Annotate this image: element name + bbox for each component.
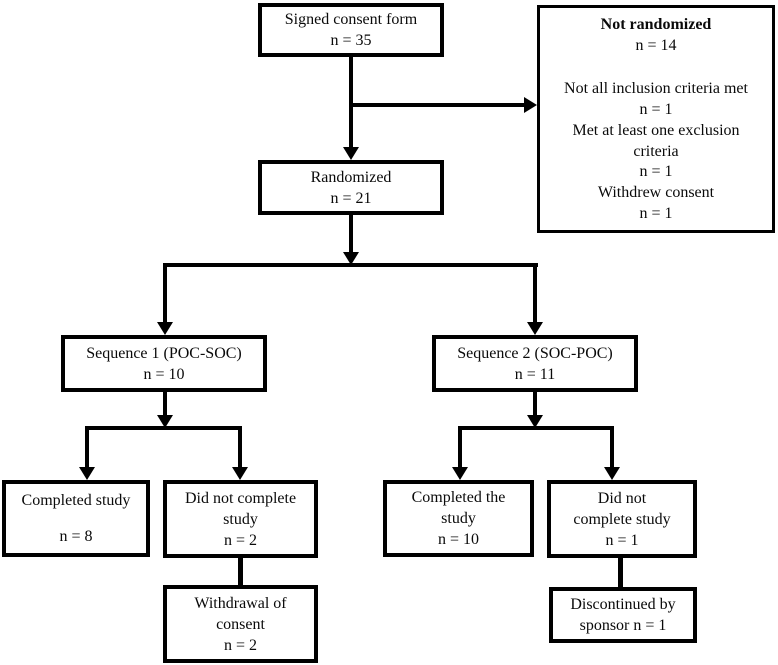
box-text-line: sponsor n = 1	[579, 617, 667, 634]
not-randomized-box: Not randomized n = 14 Not all inclusion …	[537, 5, 775, 233]
completed-study-seq1-box: Completed study n = 8	[2, 480, 150, 557]
box-text-line: Sequence 1 (POC-SOC)	[86, 344, 242, 362]
box-text-line: Completed the	[411, 489, 506, 506]
completed-study-seq2-box: Completed the study n = 10	[383, 480, 534, 557]
did-not-complete-seq2-box: Did not complete study n = 1	[547, 480, 697, 558]
box-text-line: Did not	[597, 489, 647, 507]
reason-label: Not all inclusion criteria met	[564, 80, 748, 97]
box-text-line: Did not complete	[184, 489, 297, 507]
box-count: n = 10	[143, 365, 185, 383]
box-count: n = 35	[330, 32, 372, 49]
arrowhead-down-icon	[527, 322, 543, 335]
not-randomized-title: Not randomized	[600, 16, 712, 33]
reason-count: n = 1	[639, 163, 673, 180]
box-text-line: Randomized	[310, 168, 392, 186]
connector-split-main	[163, 263, 538, 267]
connector-sequence1-to-split	[163, 392, 167, 417]
box-text-line: consent	[216, 615, 265, 633]
connector-to-not-randomized	[349, 103, 524, 107]
withdrawal-of-consent-box: Withdrawal of consent n = 2	[163, 585, 318, 663]
sequence-1-box: Sequence 1 (POC-SOC) n = 10	[61, 335, 267, 392]
not-randomized-count: n = 14	[635, 37, 677, 54]
box-count: n = 2	[223, 531, 258, 549]
arrowhead-down-icon	[452, 467, 468, 480]
box-count: n = 2	[223, 636, 258, 654]
box-count: n = 10	[437, 531, 480, 548]
connector-split-to-sequence2	[533, 263, 537, 323]
reason-count: n = 1	[639, 205, 673, 222]
box-text-line: Withdrawal of	[194, 594, 287, 612]
arrowhead-down-icon	[157, 322, 173, 335]
arrowhead-down-icon	[79, 467, 95, 480]
box-text-line: study	[223, 510, 258, 528]
box-count: n = 11	[514, 365, 556, 383]
randomized-box: Randomized n = 21	[258, 160, 444, 215]
arrowhead-right-icon	[524, 97, 537, 113]
connector-sequence2-to-split	[533, 392, 537, 417]
box-text-line: Signed consent form	[284, 11, 418, 28]
sequence-2-box: Sequence 2 (SOC-POC) n = 11	[432, 335, 638, 392]
discontinued-by-sponsor-box: Discontinued by sponsor n = 1	[549, 587, 697, 643]
box-text-line: complete study	[573, 510, 671, 528]
reason-count: n = 1	[639, 101, 673, 118]
box-text-line: Completed study	[21, 492, 131, 509]
arrowhead-down-icon	[604, 467, 620, 480]
arrowhead-down-icon	[527, 415, 543, 428]
arrowhead-down-icon	[343, 252, 359, 265]
connector-split-to-sequence1	[163, 263, 167, 323]
connector-to-did-not-complete-seq2	[610, 426, 614, 468]
box-text-line: study	[441, 510, 476, 527]
box-count: n = 8	[59, 528, 93, 545]
connector-split-sequence2	[458, 426, 614, 430]
connector-to-completed-seq1	[85, 426, 89, 468]
did-not-complete-seq1-box: Did not complete study n = 2	[163, 480, 318, 558]
blank-line	[548, 56, 764, 78]
signed-consent-box: Signed consent form n = 35	[258, 3, 444, 57]
connector-to-did-not-complete-seq1	[238, 426, 242, 468]
connector-randomized-to-split	[349, 215, 353, 255]
box-count: n = 1	[605, 531, 639, 549]
box-text-line: Discontinued by	[570, 596, 676, 613]
box-text-line: Sequence 2 (SOC-POC)	[457, 344, 613, 362]
arrowhead-down-icon	[232, 467, 248, 480]
connector-to-completed-seq2	[458, 426, 462, 468]
connector-to-discontinued	[618, 557, 623, 589]
arrowhead-down-icon	[343, 147, 359, 160]
box-count: n = 21	[330, 189, 372, 207]
arrowhead-down-icon	[157, 415, 173, 428]
connector-to-withdrawal	[238, 557, 243, 587]
connector-split-sequence1	[85, 426, 242, 430]
reason-label: Withdrew consent	[597, 184, 715, 201]
reason-label: Met at least one exclusion criteria	[572, 122, 740, 160]
